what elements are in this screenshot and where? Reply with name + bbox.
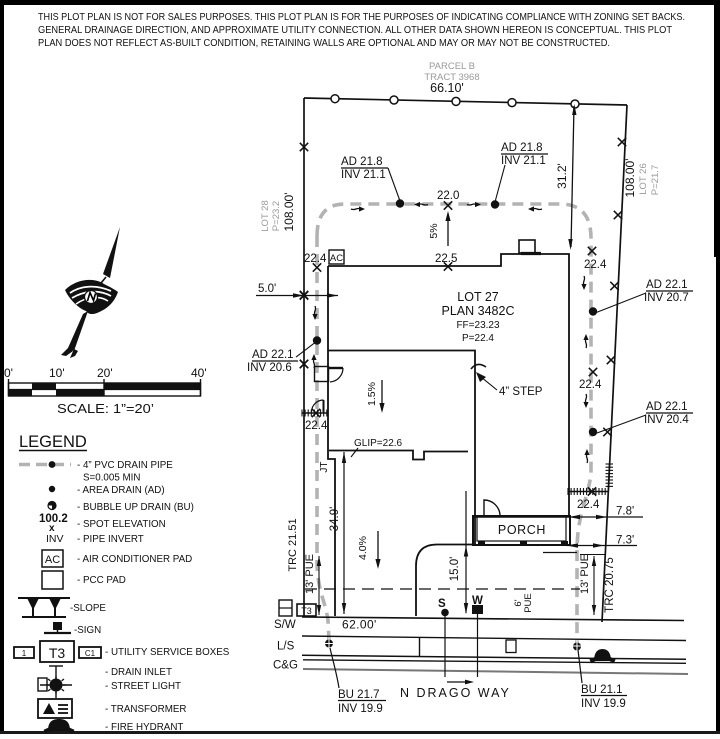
svg-text:22.4: 22.4: [579, 379, 602, 391]
svg-text:20': 20': [97, 366, 113, 380]
svg-text:6': 6': [513, 599, 524, 606]
svg-text:108.00': 108.00': [282, 193, 296, 232]
svg-text:S=0.005 MIN: S=0.005 MIN: [83, 473, 140, 484]
svg-text:62.00': 62.00': [342, 618, 377, 632]
svg-text:N DRAGO WAY: N DRAGO WAY: [400, 686, 511, 700]
svg-text:S/W: S/W: [274, 619, 296, 631]
svg-text:P=22.4: P=22.4: [462, 333, 494, 344]
svg-text:10': 10': [49, 366, 65, 380]
svg-text:- PIPE INVERT: - PIPE INVERT: [77, 534, 144, 545]
svg-text:7.3': 7.3': [616, 535, 634, 547]
svg-text:C&G: C&G: [273, 660, 298, 672]
svg-text:5.0': 5.0': [258, 283, 276, 295]
svg-text:-SLOPE: -SLOPE: [70, 603, 106, 614]
svg-text:100.2: 100.2: [39, 513, 68, 525]
svg-text:AC: AC: [45, 554, 60, 566]
svg-text:- FIRE HYDRANT: - FIRE HYDRANT: [105, 722, 183, 733]
svg-text:34.9': 34.9': [329, 507, 341, 532]
svg-text:22.0: 22.0: [437, 190, 459, 202]
svg-text:T3: T3: [301, 606, 312, 616]
svg-text:S: S: [438, 598, 446, 610]
svg-text:4.0%: 4.0%: [357, 536, 369, 560]
svg-text:W: W: [472, 595, 483, 607]
svg-text:INV 19.9: INV 19.9: [581, 698, 626, 710]
svg-text:INV 21.1: INV 21.1: [501, 155, 546, 167]
svg-text:7.8': 7.8': [616, 506, 634, 518]
svg-text:TRC 20.75: TRC 20.75: [604, 557, 616, 613]
svg-text:AD 22.1: AD 22.1: [252, 349, 294, 361]
svg-text:THIS PLOT PLAN IS NOT FOR SALE: THIS PLOT PLAN IS NOT FOR SALES PURPOSES…: [38, 12, 685, 23]
svg-text:AD 21.8: AD 21.8: [341, 156, 383, 168]
svg-text:C1: C1: [85, 649, 96, 658]
svg-text:LOT 27: LOT 27: [457, 290, 499, 304]
svg-text:AD 22.1: AD 22.1: [646, 279, 688, 291]
svg-text:PORCH: PORCH: [498, 523, 546, 537]
svg-text:108.00': 108.00': [623, 159, 637, 198]
svg-text:SCALE: 1”=20’: SCALE: 1”=20’: [57, 402, 154, 416]
svg-text:66.10': 66.10': [430, 81, 464, 95]
svg-text:TRACT 3968: TRACT 3968: [424, 72, 479, 83]
svg-text:GLIP=22.6: GLIP=22.6: [354, 438, 403, 449]
svg-text:INV 20.4: INV 20.4: [644, 414, 689, 426]
svg-text:5%: 5%: [428, 223, 440, 238]
svg-text:P=21.7: P=21.7: [650, 165, 661, 195]
svg-text:AD 21.8: AD 21.8: [501, 142, 543, 154]
svg-text:BU 21.7: BU 21.7: [338, 689, 380, 701]
svg-text:T3: T3: [49, 645, 66, 661]
svg-text:JT: JT: [319, 461, 330, 472]
svg-text:LOT 28: LOT 28: [260, 200, 271, 232]
svg-text:22.4: 22.4: [584, 259, 607, 271]
svg-text:INV 20.6: INV 20.6: [247, 362, 292, 374]
svg-text:INV 21.1: INV 21.1: [341, 169, 386, 181]
svg-text:AD 22.1: AD 22.1: [646, 401, 688, 413]
svg-text:INV: INV: [46, 533, 64, 545]
svg-text:-SIGN: -SIGN: [74, 625, 101, 636]
svg-text:- TRANSFORMER: - TRANSFORMER: [105, 704, 186, 715]
svg-text:- AIR CONDITIONER PAD: - AIR CONDITIONER PAD: [77, 554, 192, 565]
svg-text:1.5%: 1.5%: [366, 382, 378, 406]
svg-text:PARCEL B: PARCEL B: [429, 61, 475, 72]
svg-text:LOT 26: LOT 26: [638, 163, 649, 195]
svg-text:- AREA DRAIN (AD): - AREA DRAIN (AD): [77, 485, 165, 496]
svg-text:13' PUE: 13' PUE: [304, 554, 316, 594]
svg-text:PLAN DOES NOT REFLECT AS-BUILT: PLAN DOES NOT REFLECT AS-BUILT CONDITION…: [38, 38, 610, 49]
svg-text:- UTILITY SERVICE BOXES: - UTILITY SERVICE BOXES: [105, 647, 230, 658]
svg-text:- PCC PAD: - PCC PAD: [77, 575, 126, 586]
svg-text:x: x: [49, 523, 55, 534]
svg-text:40': 40': [191, 366, 207, 380]
svg-text:BU 21.1: BU 21.1: [581, 684, 623, 696]
svg-text:0': 0': [4, 366, 13, 380]
svg-text:22.4: 22.4: [305, 420, 328, 432]
svg-text:- 4” PVC DRAIN PIPE: - 4” PVC DRAIN PIPE: [77, 460, 173, 471]
svg-text:22.4: 22.4: [304, 253, 327, 265]
svg-text:- BUBBLE UP DRAIN (BU): - BUBBLE UP DRAIN (BU): [77, 502, 194, 513]
svg-text:PLAN 3482C: PLAN 3482C: [442, 304, 515, 318]
svg-text:GENERAL DRAINAGE DIRECTION, AN: GENERAL DRAINAGE DIRECTION, AND APPROXIM…: [38, 25, 672, 36]
svg-text:31.2': 31.2': [555, 163, 569, 189]
svg-text:4” STEP: 4” STEP: [499, 386, 543, 398]
svg-text:FF=23.23: FF=23.23: [456, 320, 500, 331]
svg-text:AC: AC: [330, 253, 343, 264]
svg-text:1: 1: [22, 649, 27, 658]
svg-text:22.5: 22.5: [435, 253, 457, 265]
svg-text:LEGEND: LEGEND: [19, 433, 87, 451]
svg-text:13' PUE: 13' PUE: [579, 554, 591, 594]
svg-text:- STREET LIGHT: - STREET LIGHT: [105, 681, 181, 692]
svg-text:- DRAIN INLET: - DRAIN INLET: [105, 667, 172, 678]
svg-text:PUE: PUE: [523, 593, 534, 613]
svg-text:P=23.2: P=23.2: [271, 201, 282, 231]
svg-text:- SPOT ELEVATION: - SPOT ELEVATION: [77, 519, 166, 530]
svg-text:15.0': 15.0': [449, 557, 461, 582]
svg-text:TRC 21.51: TRC 21.51: [287, 518, 299, 571]
svg-text:L/S: L/S: [277, 641, 295, 653]
svg-text:22.4: 22.4: [577, 499, 600, 511]
svg-text:INV 19.9: INV 19.9: [338, 703, 383, 715]
svg-text:INV 20.7: INV 20.7: [644, 292, 689, 304]
